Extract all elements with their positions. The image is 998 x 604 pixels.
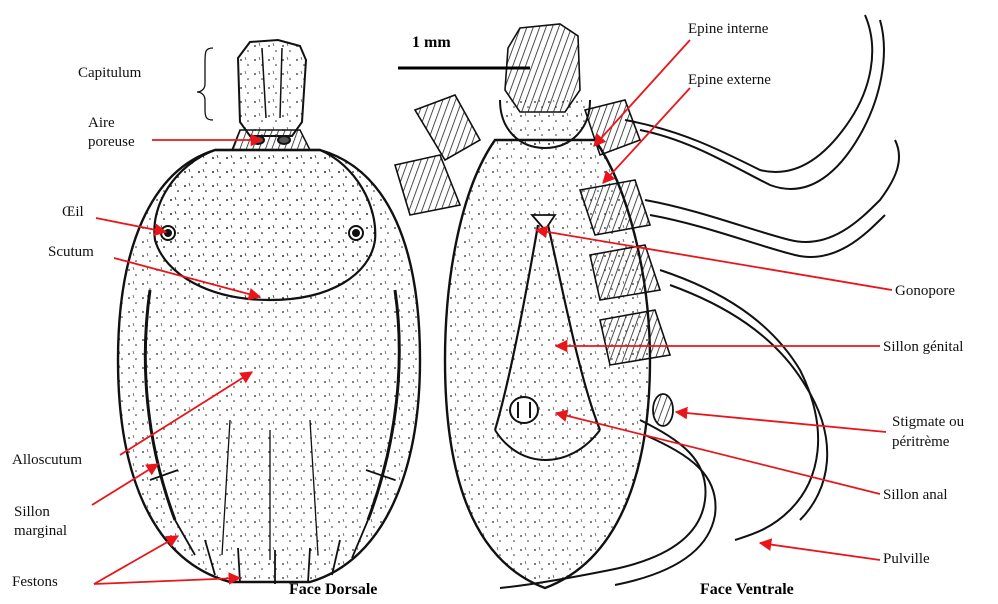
label-scutum: Scutum	[48, 243, 94, 261]
label-oeil: Œil	[62, 203, 84, 221]
ventral-view	[395, 15, 899, 588]
capitulum-brace	[197, 48, 213, 120]
label-epine-externe: Epine externe	[688, 71, 771, 89]
label-epine-interne: Epine interne	[688, 20, 768, 38]
label-alloscutum: Alloscutum	[12, 451, 82, 469]
label-sillon-marginal-1: Sillon	[14, 503, 50, 521]
title-face-dorsale: Face Dorsale	[289, 581, 377, 599]
scale-bar-label: 1 mm	[412, 34, 451, 52]
arrow-stigmate	[676, 412, 886, 432]
label-gonopore: Gonopore	[895, 282, 955, 300]
title-face-ventrale: Face Ventrale	[700, 581, 794, 599]
ventral-anus	[510, 397, 538, 423]
label-capitulum: Capitulum	[78, 64, 141, 82]
label-sillon-anal: Sillon anal	[883, 486, 948, 504]
label-festons: Festons	[12, 573, 58, 591]
dorsal-view	[118, 40, 420, 584]
label-stigmate-2: péritrème	[892, 433, 949, 451]
ventral-capitulum	[500, 24, 590, 148]
arrow-festons-2	[94, 578, 240, 584]
arrow-pulville	[760, 543, 880, 560]
label-pulville: Pulville	[883, 550, 930, 568]
label-aire-poreuse-2: poreuse	[88, 133, 135, 151]
ventral-stigma	[653, 394, 673, 426]
label-stigmate-1: Stigmate ou	[892, 413, 964, 431]
label-sillon-marginal-2: marginal	[14, 522, 67, 540]
dorsal-capitulum	[232, 40, 310, 150]
label-aire-poreuse-1: Aire	[88, 114, 115, 132]
label-sillon-genital: Sillon génital	[883, 338, 963, 356]
arrow-festons-1	[94, 536, 178, 584]
